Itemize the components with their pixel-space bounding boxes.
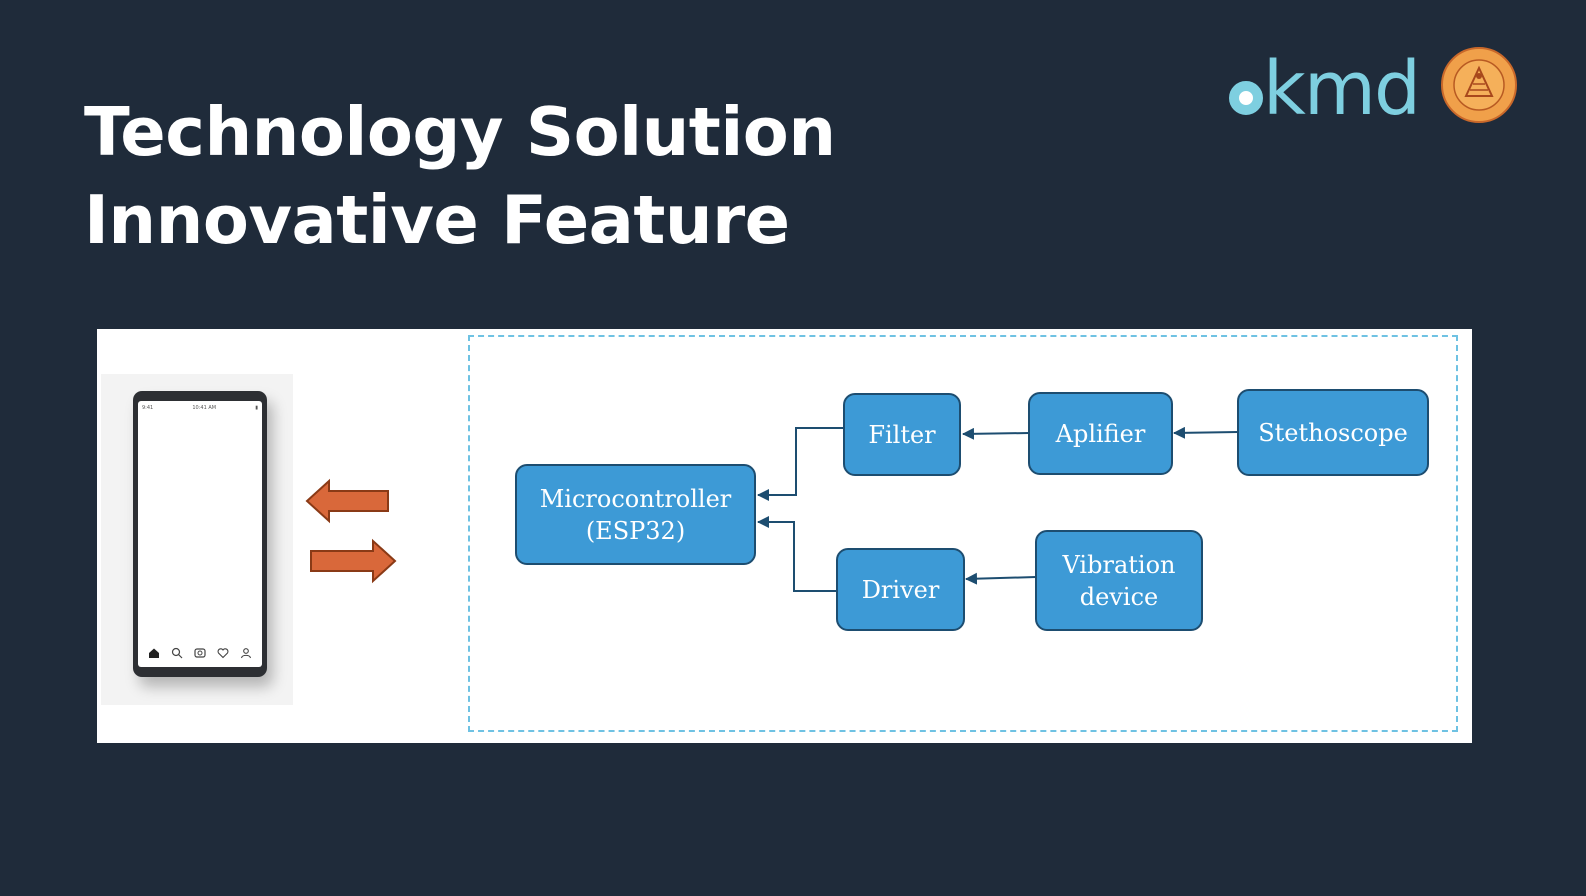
system-boundary xyxy=(468,335,1458,732)
node-vibration-device: Vibration device xyxy=(1035,530,1203,631)
arrow-right-icon xyxy=(310,538,397,584)
status-time: 10:41 AM xyxy=(192,405,217,411)
edge-filter-microcontroller xyxy=(757,427,844,501)
bidirectional-arrows xyxy=(305,478,397,584)
node-aplifier: Aplifier xyxy=(1028,392,1173,475)
logo-dot-icon xyxy=(1229,81,1263,115)
phone-status-bar: 9:41 10:41 AM ▮ xyxy=(142,404,258,412)
person-icon[interactable] xyxy=(240,647,252,659)
okmd-logo: kmd xyxy=(1229,46,1421,132)
slide-title: Technology Solution Innovative Feature xyxy=(84,88,836,264)
search-icon[interactable] xyxy=(171,647,183,659)
phone-screen: 9:41 10:41 AM ▮ xyxy=(138,401,262,667)
diagram-connectors xyxy=(757,426,1239,592)
node-microcontroller: Microcontroller (ESP32) xyxy=(515,464,756,565)
arrow-left-icon xyxy=(305,478,389,524)
status-carrier: 9:41 xyxy=(142,405,154,411)
battery-icon: ▮ xyxy=(255,405,258,411)
edge-driver-microcontroller xyxy=(757,516,837,592)
node-driver: Driver xyxy=(836,548,965,631)
logo-text: kmd xyxy=(1263,46,1421,132)
phone-nav-bar xyxy=(142,645,258,661)
title-line-1: Technology Solution xyxy=(84,93,836,171)
edge-stethoscope-aplifier xyxy=(1173,426,1239,439)
content-panel: 9:41 10:41 AM ▮ xyxy=(97,329,1472,743)
heart-icon[interactable] xyxy=(217,647,229,659)
thammasat-seal-icon xyxy=(1441,47,1517,123)
node-filter: Filter xyxy=(843,393,961,476)
edge-vibration-driver xyxy=(965,572,1037,585)
home-icon[interactable] xyxy=(148,647,160,659)
edge-aplifier-filter xyxy=(962,427,1030,440)
phone-image: 9:41 10:41 AM ▮ xyxy=(101,374,293,705)
smartphone: 9:41 10:41 AM ▮ xyxy=(133,391,267,677)
title-line-2: Innovative Feature xyxy=(84,181,790,259)
node-stethoscope: Stethoscope xyxy=(1237,389,1429,476)
camera-icon[interactable] xyxy=(194,647,206,659)
